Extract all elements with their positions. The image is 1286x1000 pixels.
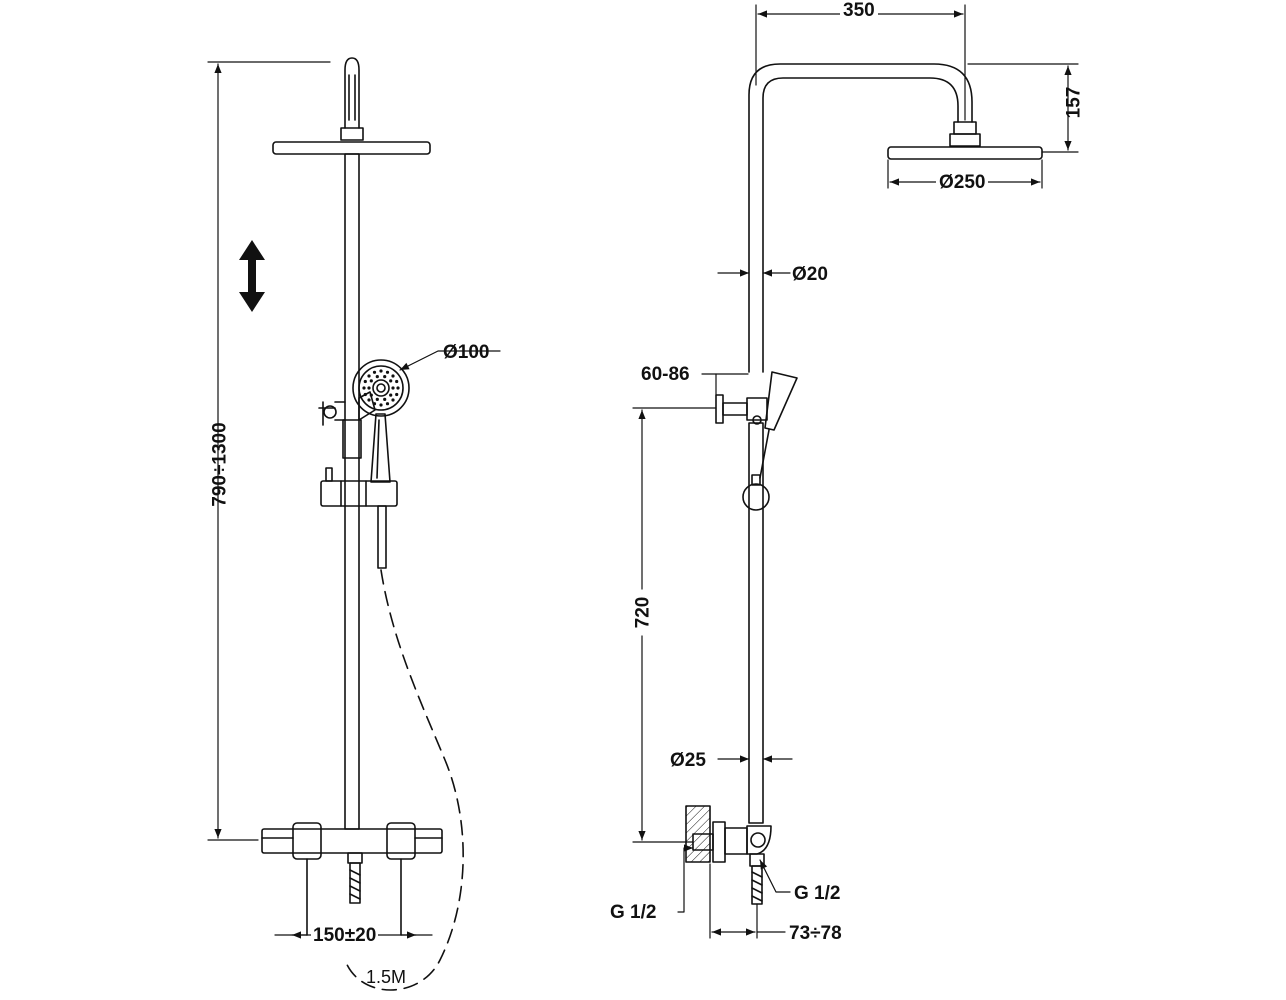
shower-arm-side [749, 64, 972, 372]
dim-bracket-range: 60-86 [641, 364, 690, 385]
dim-valve-height: 720 [633, 589, 654, 636]
dim-spacing: 150±20 [311, 925, 379, 946]
thermostatic-mixer-front [262, 823, 442, 903]
dim-lower-tube-diameter: Ø25 [670, 750, 706, 771]
side-view [686, 64, 1042, 904]
nozzle-dot [395, 392, 399, 397]
nozzle-dot [385, 402, 390, 406]
dim-outlet-right: G 1/2 [794, 883, 841, 904]
nozzle-dot [363, 379, 367, 384]
rail-side [749, 423, 763, 823]
nozzle-dot [391, 386, 395, 390]
nozzle-dot [391, 374, 395, 378]
dim-hose-length: 1.5M [366, 967, 407, 987]
hose-dashed [345, 570, 463, 990]
dim-hand-shower-diameter: Ø100 [443, 342, 490, 363]
dim-head-diameter: Ø250 [936, 173, 989, 192]
dim-total-height: 790÷1300 [209, 422, 231, 507]
dim-upper-tube-diameter: Ø20 [792, 264, 828, 285]
hand-shower-face [353, 360, 409, 416]
nozzle-dot [383, 397, 387, 401]
nozzle-dot [385, 370, 390, 374]
nozzle-dot [362, 386, 366, 390]
nozzle-dot [395, 379, 399, 384]
nozzle-dot [363, 392, 367, 397]
upper-bracket-side [716, 395, 723, 423]
nozzle-dot [372, 402, 377, 406]
hand-shower-side [765, 372, 797, 430]
rail-front [345, 154, 359, 829]
side-dimensions [633, 5, 1078, 938]
nozzle-dot [375, 397, 379, 401]
hand-shower-handle [371, 414, 390, 482]
dim-arm-length: 350 [840, 1, 878, 20]
rain-head-front [273, 142, 430, 154]
nozzle-dot [396, 386, 400, 390]
rain-head-side [888, 147, 1042, 159]
rail-slider [321, 481, 397, 506]
nozzle-dot [367, 386, 371, 390]
front-view [239, 58, 463, 990]
height-adjust-arrow-icon [239, 240, 265, 312]
nozzle-dot [379, 403, 383, 407]
nozzle-dot [391, 398, 395, 402]
dim-wall-offset: 73÷78 [789, 923, 842, 944]
nozzle-dot [372, 370, 377, 374]
nozzle-dot [379, 369, 383, 373]
nozzle-dot [369, 393, 373, 397]
nozzle-dot [389, 379, 393, 383]
nozzle-dot [383, 375, 387, 379]
nozzle-dot [367, 374, 371, 378]
dim-arm-drop: 157 [1063, 86, 1085, 119]
nozzle-dot [375, 375, 379, 379]
mixer-side [693, 822, 771, 904]
front-dimensions [208, 62, 500, 939]
nozzle-dot [369, 379, 373, 383]
dim-inlet-left: G 1/2 [610, 902, 657, 923]
nozzle-dot [367, 398, 371, 402]
rail-top-cap [345, 58, 359, 128]
nozzle-dot [389, 393, 393, 397]
